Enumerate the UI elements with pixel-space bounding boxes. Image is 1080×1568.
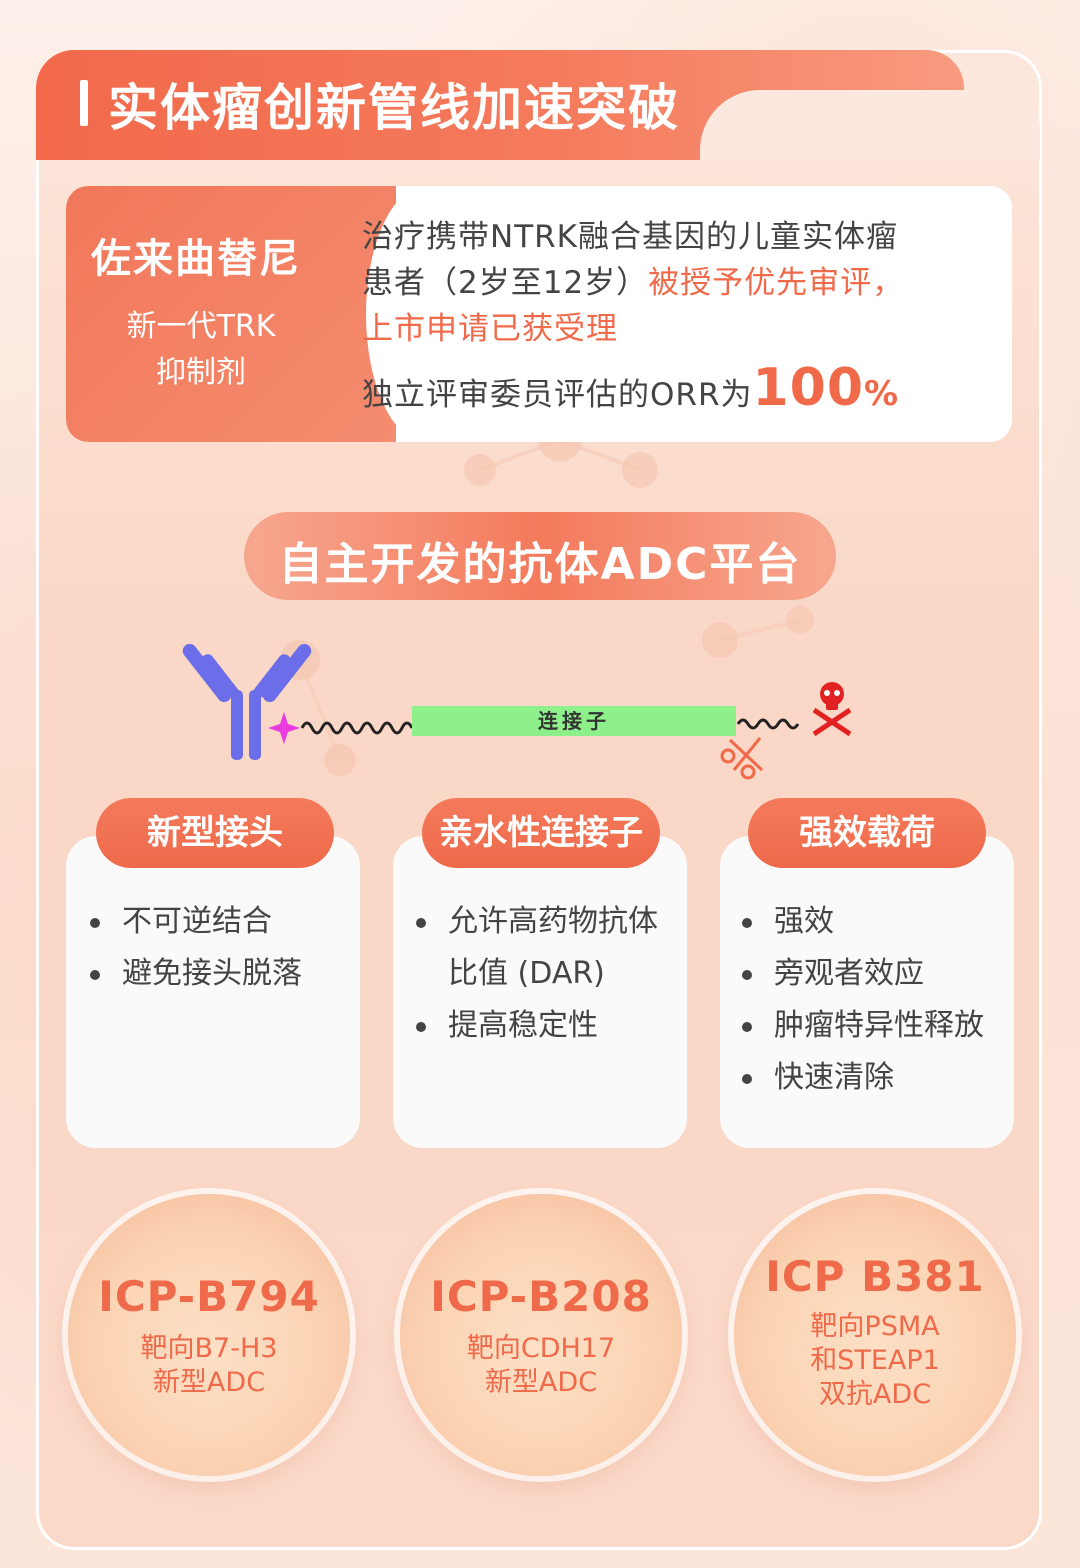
bubble-desc-icp-b381: 靶向PSMA 和STEAP1 双抗ADC: [734, 1310, 1016, 1412]
drug-name: 佐来曲替尼: [91, 236, 301, 282]
drug-category-line2: 抑制剂: [156, 355, 246, 390]
feature-card-novel-linker: [66, 836, 360, 1148]
bubble-desc-icp-b794: 靶向B7-H3 新型ADC: [68, 1332, 350, 1400]
drug-desc-line2-highlight: 被授予优先审评，: [648, 265, 905, 301]
feature-card-potent-payload: [720, 836, 1014, 1148]
drug-desc-line3: 上市申请已获受理: [362, 311, 618, 347]
list-item: 避免接头脱落: [90, 948, 302, 1000]
bubble-desc-line: 新型ADC: [152, 1367, 266, 1398]
page-title: 实体瘤创新管线加速突破: [108, 79, 680, 137]
drug-desc-line2-plain: 患者（2岁至12岁）: [362, 265, 649, 301]
orr-unit: %: [864, 374, 900, 414]
orr-value: 100: [752, 358, 865, 418]
drug-description: 治疗携带NTRK融合基因的儿童实体瘤 患者（2岁至12岁）被授予优先审评， 上市…: [362, 214, 982, 352]
feature-list-novel-linker: 不可逆结合 避免接头脱落: [90, 896, 302, 1000]
bubble-desc-line: 和STEAP1: [810, 1345, 940, 1376]
list-item: 强效: [742, 896, 984, 948]
feature-tag-hydrophilic-linker: 亲水性连接子: [422, 798, 660, 868]
list-item: 允许高药物抗体: [416, 896, 658, 948]
feature-list-potent-payload: 强效 旁观者效应 肿瘤特异性释放 快速清除: [742, 896, 984, 1104]
linker-bar: [412, 706, 736, 736]
list-item: 不可逆结合: [90, 896, 302, 948]
feature-card-hydrophilic-linker: [393, 836, 687, 1148]
list-item: 肿瘤特异性释放: [742, 1000, 984, 1052]
bubble-desc-line: 双抗ADC: [818, 1379, 932, 1410]
drug-category-line1: 新一代TRK: [126, 309, 276, 344]
bubble-desc-icp-b208: 靶向CDH17 新型ADC: [400, 1332, 682, 1400]
drug-category: 新一代TRK 抑制剂: [66, 304, 326, 396]
wavy-linker-left: [300, 721, 414, 735]
linker-label: 连接子: [538, 709, 610, 733]
adc-platform-title: 自主开发的抗体ADC平台: [278, 539, 802, 590]
skull-crossbones-icon: [812, 682, 852, 737]
drug-desc-line1: 治疗携带NTRK融合基因的儿童实体瘤: [362, 219, 898, 255]
conjugation-star-icon: [268, 712, 300, 744]
bubble-desc-line: 靶向CDH17: [466, 1333, 616, 1364]
bubble-desc-line: 靶向B7-H3: [140, 1333, 278, 1364]
list-item: 比值 (DAR): [448, 956, 605, 991]
bubble-icp-b381: [734, 1194, 1016, 1476]
orr-prefix: 独立评审委员评估的ORR为: [362, 377, 753, 413]
adc-platform-pill: [244, 512, 836, 600]
scissors-icon: [720, 737, 764, 780]
bubble-icp-b794: [68, 1194, 350, 1476]
feature-list-hydrophilic-linker: 允许高药物抗体 比值 (DAR) 提高稳定性: [416, 896, 658, 1052]
feature-tag-potent-payload: 强效载荷: [748, 798, 986, 868]
bubble-code-icp-b381: ICP B381: [765, 1252, 985, 1301]
bubble-code-icp-b794: ICP-B794: [98, 1272, 320, 1321]
feature-tag-novel-linker: 新型接头: [96, 798, 334, 868]
bubble-code-icp-b208: ICP-B208: [430, 1272, 652, 1321]
drug-card-left-panel: [66, 186, 396, 442]
list-item: 提高稳定性: [416, 1000, 658, 1052]
list-item: 旁观者效应: [742, 948, 984, 1000]
list-item: 快速清除: [742, 1052, 984, 1104]
header-curve: [700, 90, 1040, 160]
drug-desc-line2: 患者（2岁至12岁）被授予优先审评，: [362, 260, 982, 306]
bubble-desc-line: 靶向PSMA: [810, 1311, 940, 1342]
wavy-linker-right: [736, 718, 800, 730]
orr-statement: 独立评审委员评估的ORR为100%: [362, 358, 899, 418]
bubble-desc-line: 新型ADC: [484, 1367, 598, 1398]
header-accent-bar: [80, 80, 88, 126]
bubble-icp-b208: [400, 1194, 682, 1476]
antibody-icon: [182, 643, 312, 760]
drug-card: 佐来曲替尼 新一代TRK 抑制剂 治疗携带NTRK融合基因的儿童实体瘤 患者（2…: [66, 186, 1012, 442]
